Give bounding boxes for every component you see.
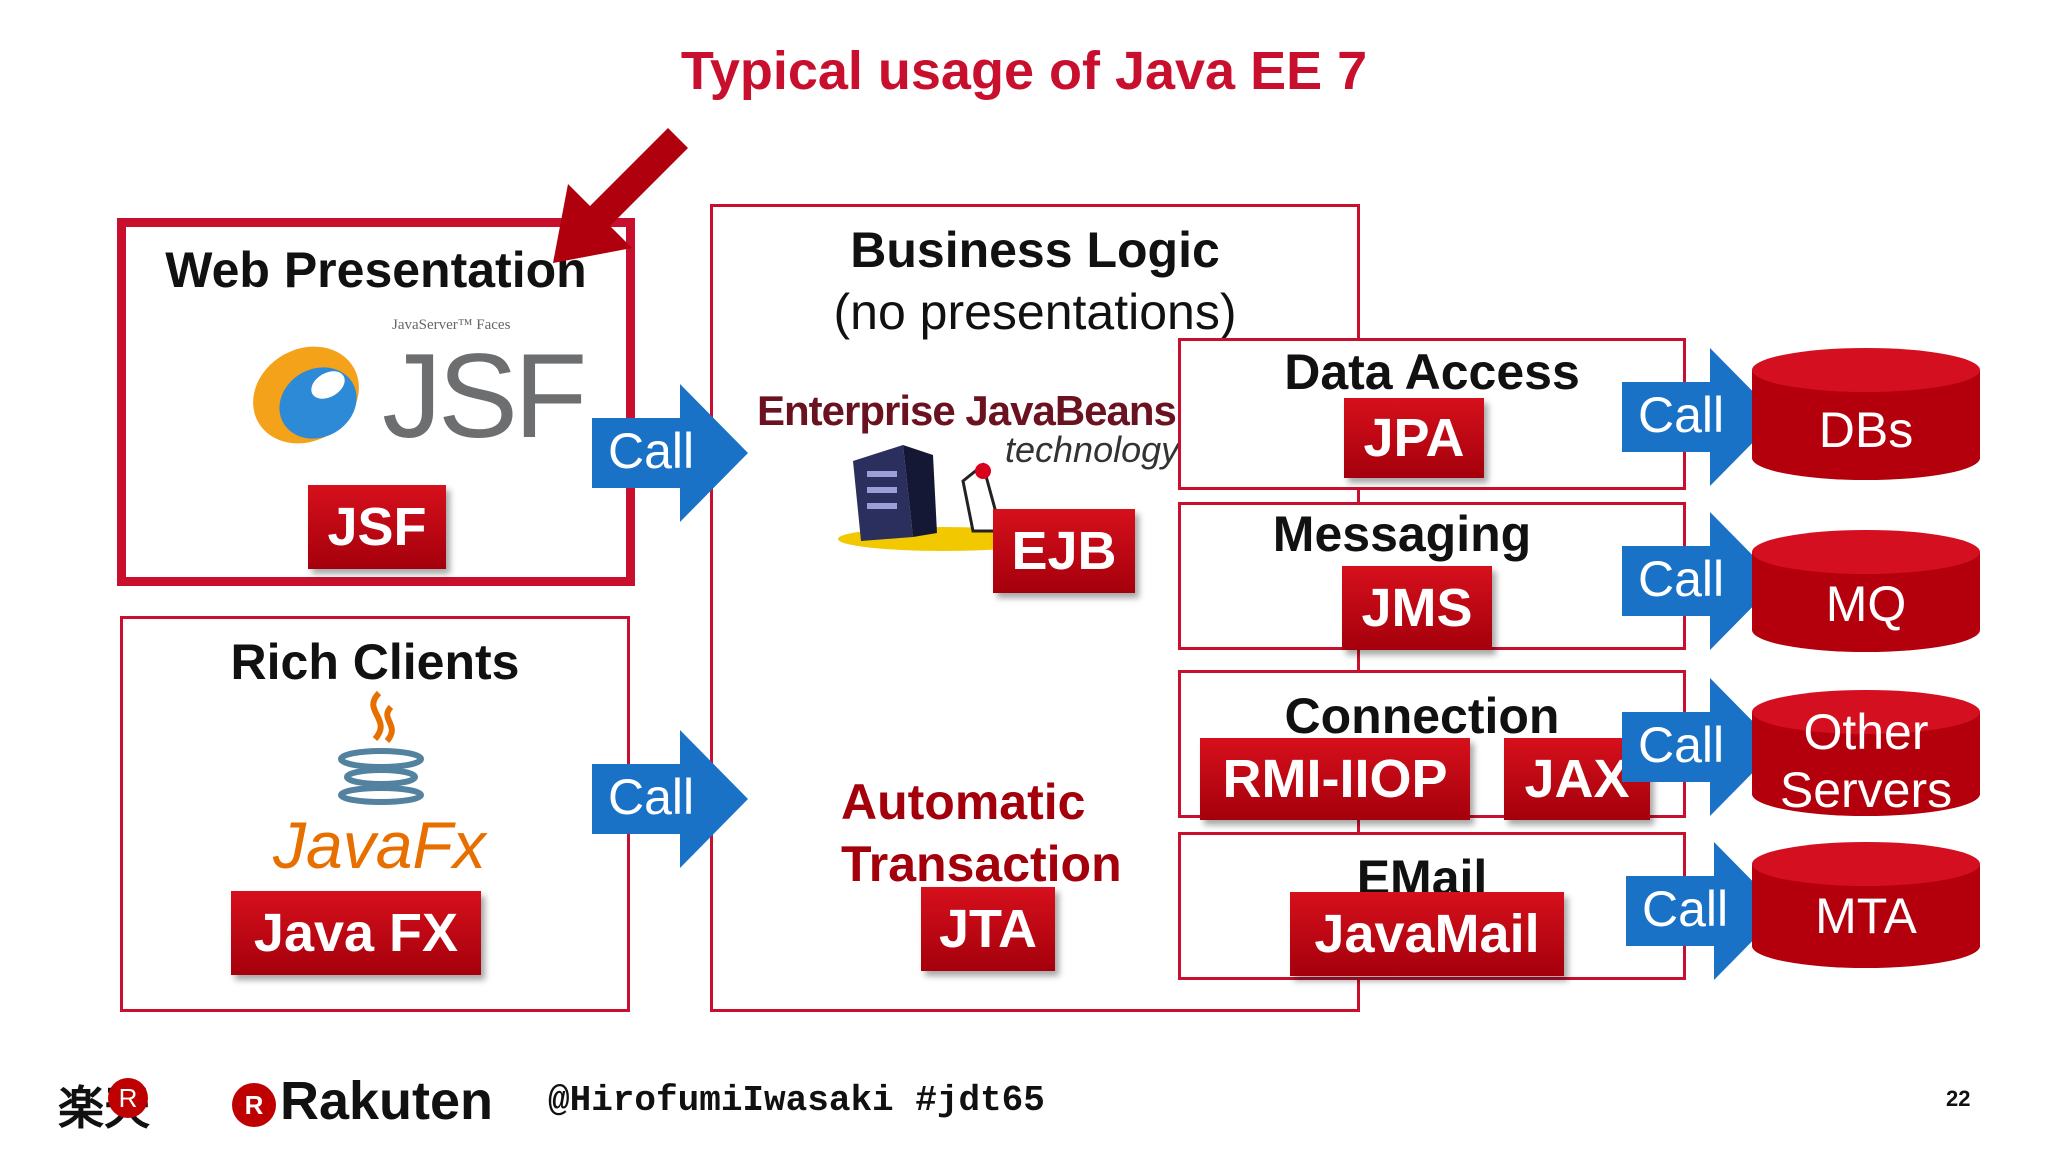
automatic-line2: Transaction bbox=[841, 836, 1122, 892]
web-presentation-box: Web Presentation JavaServer™ Faces JSF J… bbox=[117, 218, 635, 586]
blue-arrow-icon bbox=[1626, 842, 1782, 980]
rakuten-r-icon: R bbox=[108, 1078, 148, 1118]
cylinder-icon bbox=[1752, 530, 1980, 652]
call-label: Call bbox=[1638, 551, 1725, 607]
jpa-tag: JPA bbox=[1344, 398, 1484, 478]
blue-arrow-icon bbox=[592, 384, 748, 522]
call-label: Call bbox=[608, 769, 695, 825]
mq-label: MQ bbox=[1825, 576, 1907, 632]
jms-tag: JMS bbox=[1342, 566, 1492, 650]
call-arrow-mta: Call bbox=[1626, 842, 1782, 980]
call-label: Call bbox=[1638, 717, 1725, 773]
blue-arrow-icon bbox=[592, 730, 748, 868]
call-arrow-javafx: Call bbox=[592, 730, 748, 868]
dbs-cylinder: DBs bbox=[1752, 348, 1980, 480]
rich-clients-title: Rich Clients bbox=[230, 634, 520, 690]
call-label: Call bbox=[1642, 881, 1729, 937]
call-label: Call bbox=[608, 423, 695, 479]
jsf-tag: JSF bbox=[308, 485, 446, 569]
jsf-logo: JavaServer™ Faces JSF bbox=[246, 317, 587, 467]
javamail-tag: JavaMail bbox=[1290, 892, 1564, 976]
other-servers-line1: Other bbox=[1803, 704, 1929, 760]
rakuten-r-icon: R bbox=[232, 1082, 276, 1127]
blue-arrow-icon bbox=[1622, 348, 1778, 486]
other-servers-cylinder: Other Servers bbox=[1752, 690, 1980, 818]
mta-cylinder: MTA bbox=[1752, 842, 1980, 968]
automatic-line1: Automatic bbox=[841, 774, 1086, 830]
business-logic-title: Business Logic bbox=[850, 222, 1220, 278]
rmi-iiop-tag: RMI-IIOP bbox=[1200, 738, 1470, 820]
page-number: 22 bbox=[1946, 1086, 1971, 1111]
dbs-label: DBs bbox=[1818, 402, 1914, 458]
call-arrow-other-servers: Call bbox=[1622, 678, 1778, 816]
call-label: Call bbox=[1638, 387, 1725, 443]
cylinder-icon bbox=[1752, 348, 1980, 480]
connection-title: Connection bbox=[1284, 688, 1560, 744]
rakuten-jp-r-badge: R bbox=[104, 1078, 152, 1118]
slide-title: Typical usage of Java EE 7 bbox=[680, 41, 1368, 101]
java-cup-icon bbox=[338, 690, 424, 805]
red-arrow-icon bbox=[553, 128, 688, 263]
cylinder-icon bbox=[1752, 842, 1980, 968]
web-presentation-title: Web Presentation bbox=[165, 242, 587, 298]
jsf-logo-text: JSF bbox=[382, 329, 587, 463]
cylinder-icon bbox=[1752, 690, 1980, 816]
call-arrow-mq: Call bbox=[1622, 512, 1778, 650]
call-arrow-dbs: Call bbox=[1622, 348, 1778, 486]
ejb-tag: EJB bbox=[993, 509, 1135, 593]
jsf-logo-small-text: JavaServer™ Faces bbox=[392, 317, 511, 333]
call-arrow-jsf: Call bbox=[592, 384, 748, 522]
other-servers-line2: Servers bbox=[1779, 762, 1953, 818]
blue-arrow-icon bbox=[1622, 678, 1778, 816]
mq-cylinder: MQ bbox=[1752, 530, 1980, 652]
mta-label: MTA bbox=[1815, 888, 1917, 944]
data-access-title: Data Access bbox=[1284, 344, 1580, 400]
author-handle: @HirofumiIwasaki #jdt65 bbox=[548, 1080, 1045, 1121]
automatic-transaction-label: Automatic Transaction bbox=[841, 771, 1122, 895]
ejb-logo-line2: technology bbox=[1005, 429, 1180, 470]
business-logic-subtitle: (no presentations) bbox=[833, 284, 1237, 340]
rich-clients-box: Rich Clients JavaFx Java FX bbox=[120, 616, 630, 1012]
messaging-title: Messaging bbox=[1272, 506, 1532, 562]
jsf-swirl-icon bbox=[253, 346, 359, 444]
ejb-logo-line1: Enterprise JavaBeans™ bbox=[757, 387, 1218, 434]
rakuten-logo-text: Rakuten bbox=[280, 1071, 494, 1131]
blue-arrow-icon bbox=[1622, 512, 1778, 650]
javafx-tag: Java FX bbox=[231, 891, 481, 975]
javafx-logo-text: JavaFx bbox=[273, 808, 486, 882]
jta-tag: JTA bbox=[921, 887, 1055, 971]
